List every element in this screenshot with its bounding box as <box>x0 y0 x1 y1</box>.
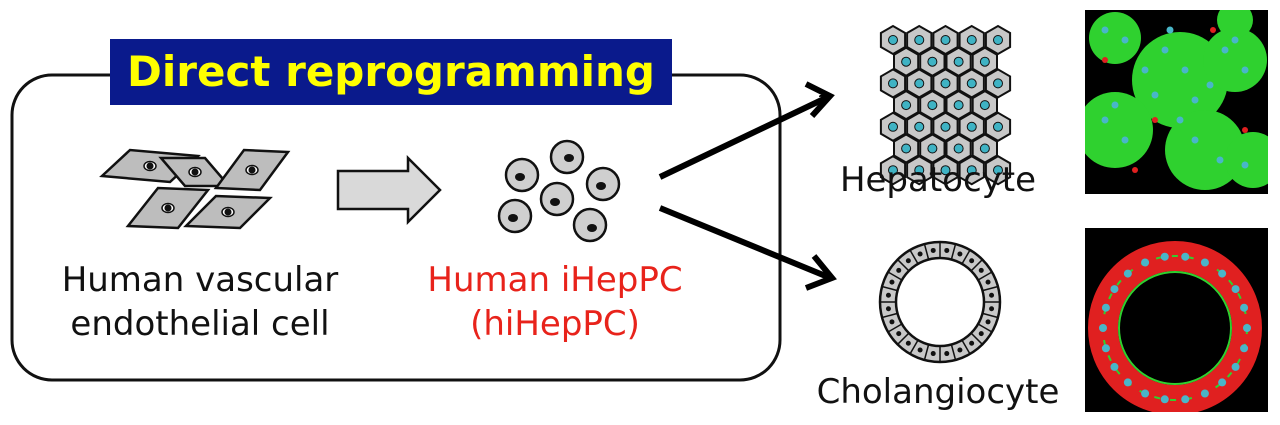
hepatocyte-label: Hepatocyte <box>839 160 1037 200</box>
source-cell-line1: Human vascular <box>61 260 339 300</box>
ihep-cells-icon <box>497 139 621 243</box>
hepatocyte-hexagon-icon <box>879 24 1012 186</box>
source-cell-label: Human vascular endothelial cell <box>30 258 370 346</box>
cholangiocyte-micrograph <box>1085 228 1268 412</box>
cholangiocyte-label: Cholangiocyte <box>816 372 1060 412</box>
hepatocyte-micrograph <box>1085 10 1268 194</box>
arrow-to-cholangiocyte <box>658 205 830 280</box>
block-arrow-icon <box>336 154 442 226</box>
endothelial-cells-icon <box>99 148 291 230</box>
intermediate-cell-label: Human iHepPC (hiHepPC) <box>405 258 705 346</box>
intermediate-cell-line1: Human iHepPC <box>427 260 683 300</box>
cholangiocyte-ring-icon <box>878 240 1002 364</box>
intermediate-cell-line2: (hiHepPC) <box>470 304 640 344</box>
arrow-to-hepatocyte <box>658 94 828 180</box>
title-banner: Direct reprogramming <box>110 39 672 105</box>
source-cell-line2: endothelial cell <box>70 304 330 344</box>
